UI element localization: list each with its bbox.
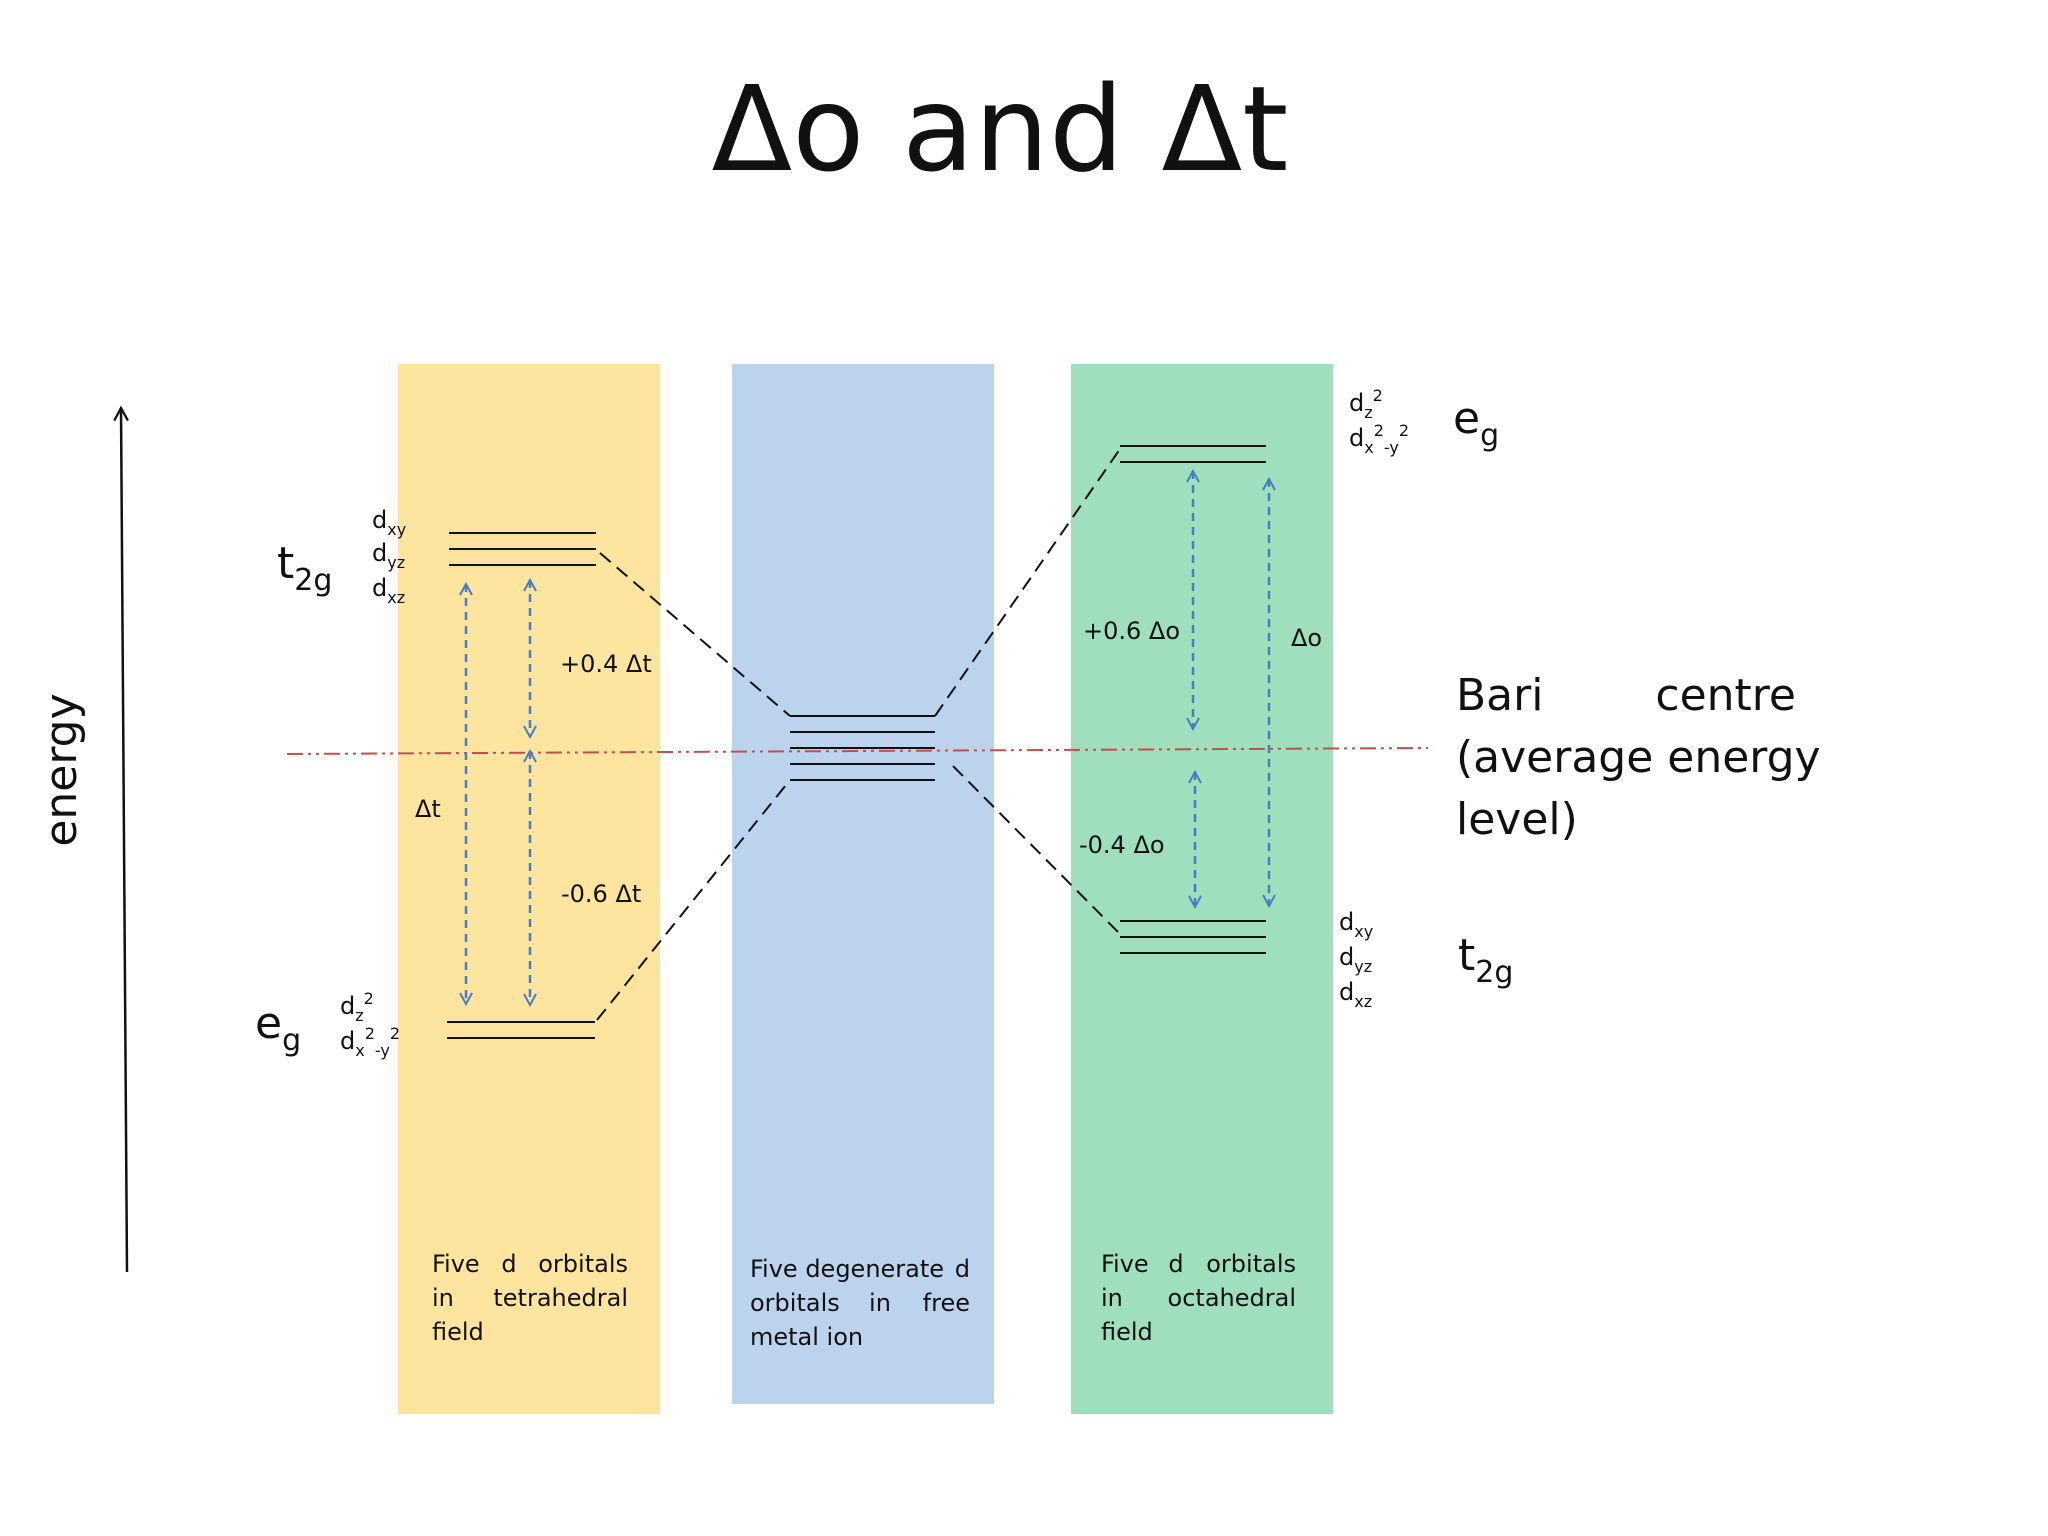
octahedral-orbital-dz2: dz2 bbox=[1349, 386, 1383, 422]
svg-text:orbitals: orbitals bbox=[1206, 1250, 1296, 1278]
svg-text:d: d bbox=[501, 1250, 516, 1278]
svg-text:orbitals: orbitals bbox=[538, 1250, 628, 1278]
svg-text:in: in bbox=[432, 1284, 454, 1312]
octahedral-orbital-dyz: dyz bbox=[1339, 943, 1372, 976]
octahedral-eg-label: eg bbox=[1453, 393, 1499, 453]
octahedral-lower-shift-label: -0.4 Δo bbox=[1079, 831, 1165, 859]
tetrahedral-eg-levels bbox=[447, 1021, 595, 1039]
svg-text:d: d bbox=[1168, 1250, 1183, 1278]
svg-text:metal ion: metal ion bbox=[750, 1323, 863, 1351]
svg-text:in: in bbox=[869, 1289, 891, 1317]
free-ion-panel bbox=[732, 364, 994, 1404]
tetrahedral-lower-shift-label: -0.6 Δt bbox=[561, 880, 641, 908]
svg-text:field: field bbox=[432, 1318, 484, 1346]
svg-text:Five: Five bbox=[432, 1250, 480, 1278]
svg-text:Five: Five bbox=[1101, 1250, 1149, 1278]
svg-text:in: in bbox=[1101, 1284, 1123, 1312]
svg-text:octahedral: octahedral bbox=[1168, 1284, 1296, 1312]
free-ion-degenerate-levels bbox=[790, 715, 935, 781]
tetrahedral-eg-label: eg bbox=[255, 998, 301, 1058]
tetrahedral-orbital-dyz: dyz bbox=[372, 539, 405, 572]
barycentre-label-line3: level) bbox=[1456, 794, 1578, 845]
octahedral-upper-shift-label: +0.6 Δo bbox=[1083, 617, 1180, 645]
page-title: Δo and Δt bbox=[712, 60, 1289, 198]
octahedral-arrows bbox=[1193, 471, 1269, 907]
octahedral-caption: Five d orbitals in octahedral field bbox=[1101, 1250, 1296, 1346]
svg-text:field: field bbox=[1101, 1318, 1153, 1346]
svg-text:d: d bbox=[955, 1255, 970, 1283]
barycentre-label-line2: (average energy bbox=[1456, 732, 1821, 783]
octahedral-eg-levels bbox=[1120, 445, 1266, 463]
octahedral-t2g-levels bbox=[1120, 920, 1266, 954]
octahedral-delta-o-label: Δo bbox=[1291, 624, 1322, 652]
barycentre-label-line1-word2: centre bbox=[1655, 670, 1796, 721]
tetrahedral-delta-t-label: Δt bbox=[415, 795, 441, 823]
barycentre-line bbox=[286, 747, 1429, 755]
tetrahedral-caption: Five d orbitals in tetrahedral field bbox=[432, 1250, 628, 1346]
octahedral-orbital-dxz: dxz bbox=[1339, 978, 1372, 1011]
svg-text:orbitals: orbitals bbox=[750, 1289, 840, 1317]
octahedral-panel bbox=[1071, 364, 1333, 1414]
free-ion-caption: Five degenerate d orbitals in free metal… bbox=[750, 1255, 970, 1351]
octahedral-t2g-label: t2g bbox=[1458, 930, 1513, 990]
correlation-lines bbox=[596, 448, 1121, 1021]
energy-axis-label: energy bbox=[36, 693, 87, 846]
svg-text:free: free bbox=[923, 1289, 970, 1317]
tetrahedral-t2g-label: t2g bbox=[277, 538, 332, 598]
octahedral-orbital-dx2-y2: dx2-y2 bbox=[1349, 421, 1409, 457]
tetrahedral-orbital-dx2-y2: dx2-y2 bbox=[340, 1024, 400, 1060]
tetrahedral-orbital-dxz: dxz bbox=[372, 574, 405, 607]
tetrahedral-t2g-levels bbox=[449, 532, 596, 566]
svg-text:Five degenerate: Five degenerate bbox=[750, 1255, 944, 1283]
tetrahedral-upper-shift-label: +0.4 Δt bbox=[560, 650, 652, 678]
tetrahedral-orbital-dxy: dxy bbox=[372, 506, 406, 539]
tetrahedral-arrows bbox=[466, 580, 530, 1005]
svg-text:tetrahedral: tetrahedral bbox=[493, 1284, 628, 1312]
tetrahedral-orbital-dz2: dz2 bbox=[340, 989, 374, 1025]
barycentre-label-line1-word1: Bari bbox=[1456, 670, 1543, 721]
octahedral-orbital-dxy: dxy bbox=[1339, 908, 1373, 941]
energy-axis-arrow bbox=[121, 408, 127, 1273]
